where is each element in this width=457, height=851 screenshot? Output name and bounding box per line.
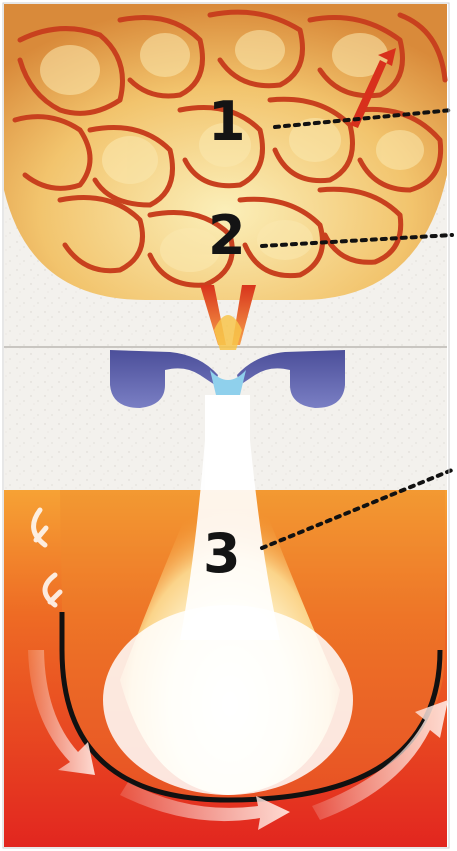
zone-label-1: 1 <box>208 90 246 153</box>
zone-label-2: 2 <box>208 204 246 267</box>
zone-label-3: 3 <box>203 522 241 585</box>
